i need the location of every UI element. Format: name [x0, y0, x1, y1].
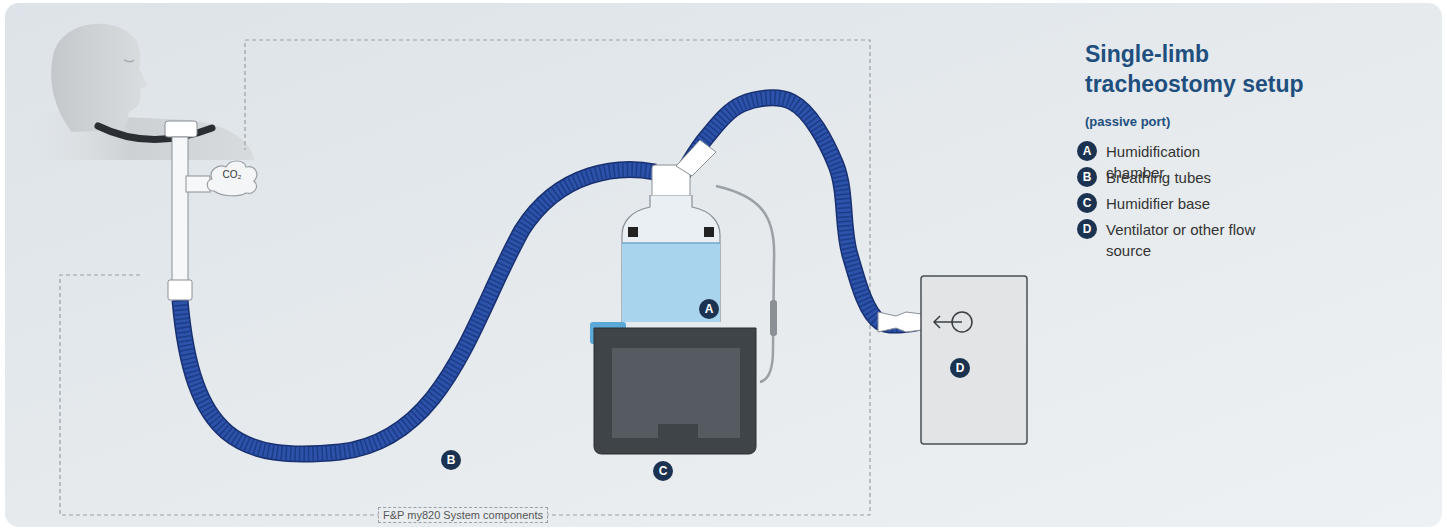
ventilator-box: D	[920, 275, 1028, 445]
cable-sleeve	[770, 300, 777, 336]
ventilator-body	[921, 276, 1027, 444]
breathing-tube	[180, 170, 655, 455]
base-front	[612, 348, 740, 438]
trach-tube	[172, 137, 188, 285]
title: Single-limb tracheostomy setup	[1085, 40, 1347, 100]
chamber-marker	[628, 227, 638, 237]
legend-text: Humidifier base	[1106, 193, 1256, 214]
callout-number: A	[699, 299, 719, 319]
ventilator-connector	[878, 312, 922, 332]
head	[51, 24, 147, 132]
breathing-tube-outline	[180, 170, 655, 455]
legend-letter: A	[1077, 141, 1097, 161]
chamber-marker	[704, 227, 714, 237]
humidifier-base-shape	[588, 318, 762, 484]
gas-label: CO₂	[204, 169, 260, 180]
callout-number: C	[653, 461, 673, 481]
ventilator-box-shape	[920, 275, 1028, 445]
chamber-water	[622, 243, 720, 322]
passive-port	[186, 176, 210, 192]
shoulders	[8, 109, 254, 160]
panel	[5, 3, 1442, 527]
outlet-arrow	[934, 316, 962, 328]
chamber-body	[622, 195, 720, 322]
system-boundary	[60, 40, 870, 515]
elbow-fitting	[676, 140, 716, 176]
water-line	[622, 242, 720, 244]
tube-ribs	[180, 170, 655, 455]
tube-connector	[168, 280, 192, 300]
humidifier-base: C	[588, 318, 762, 484]
co2-cloud: CO₂	[204, 157, 260, 197]
base-body	[594, 328, 756, 454]
humidification-chamber: A	[620, 195, 722, 322]
legend-letter: B	[1077, 167, 1097, 187]
trach-flange	[165, 121, 197, 137]
system-region: A C F&P my820 System components	[60, 40, 870, 530]
callout-number: D	[950, 358, 970, 378]
legend-letter: C	[1077, 193, 1097, 213]
callout-number: B	[441, 450, 461, 470]
legend-letter: D	[1077, 219, 1097, 239]
subtitle: (passive port)	[1085, 114, 1170, 129]
boundary-label: F&P my820 System components	[378, 507, 548, 523]
eye	[124, 60, 134, 62]
legend-text: Ventilator or other flow source	[1106, 219, 1256, 261]
legend-text: Breathing tubes	[1106, 167, 1256, 188]
